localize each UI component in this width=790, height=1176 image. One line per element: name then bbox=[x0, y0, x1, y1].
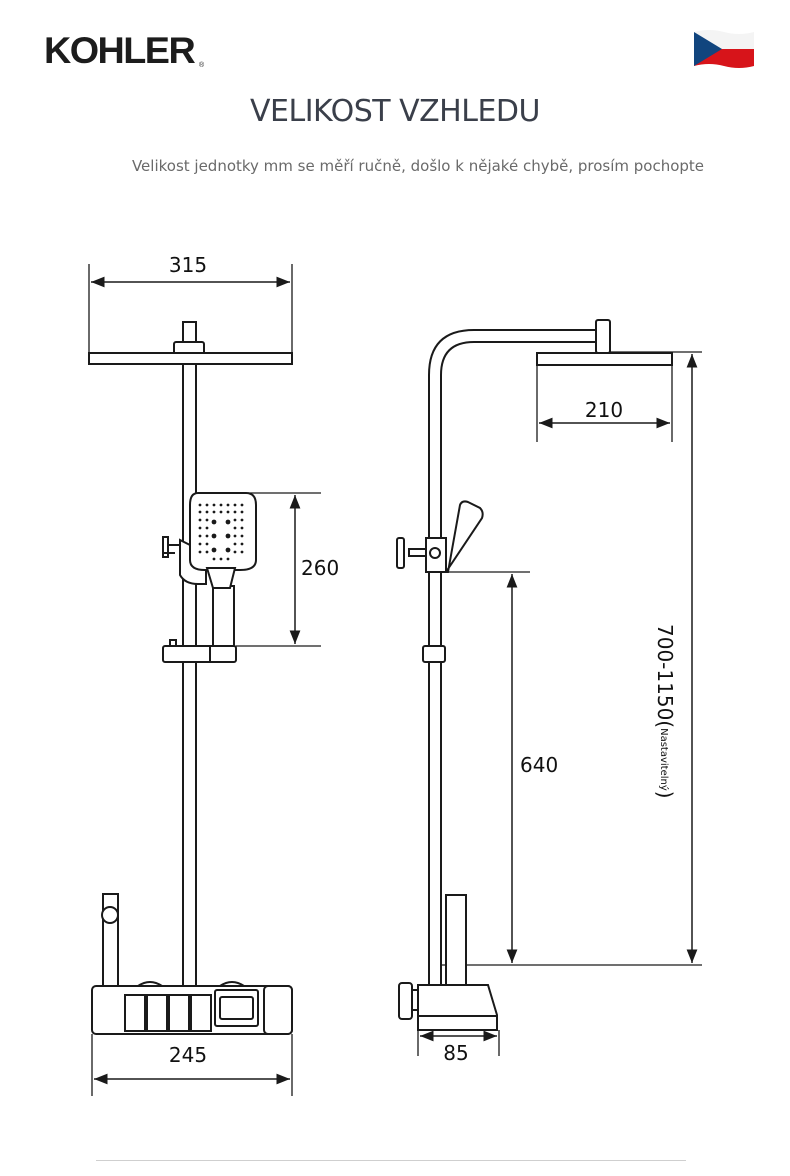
page-title: VELIKOST VZHLEDU bbox=[250, 94, 540, 129]
side-view bbox=[396, 319, 702, 1056]
kohler-logo: KOHLER bbox=[44, 30, 196, 71]
dim-side-lower-height: 640 bbox=[520, 753, 558, 777]
dim-front-bottom-width: 245 bbox=[169, 1043, 207, 1067]
spray-nozzles bbox=[198, 503, 244, 561]
dim-side-head-width: 210 bbox=[585, 398, 623, 422]
dim-hand-shower-height: 260 bbox=[301, 556, 339, 580]
registered-mark: ® bbox=[199, 62, 205, 69]
page-subtitle: Velikost jednotky mm se měří ručně, došl… bbox=[131, 157, 705, 175]
svg-text:700-1150(Nastavitelný): 700-1150(Nastavitelný) bbox=[653, 624, 677, 799]
bottom-divider bbox=[96, 1160, 686, 1161]
dim-front-top-width: 315 bbox=[169, 253, 207, 277]
front-view bbox=[88, 264, 321, 1096]
czech-flag-icon bbox=[694, 30, 754, 68]
dim-side-total-height: 700-1150(Nastavitelný) bbox=[653, 624, 677, 799]
dim-side-bottom-depth: 85 bbox=[443, 1041, 468, 1065]
